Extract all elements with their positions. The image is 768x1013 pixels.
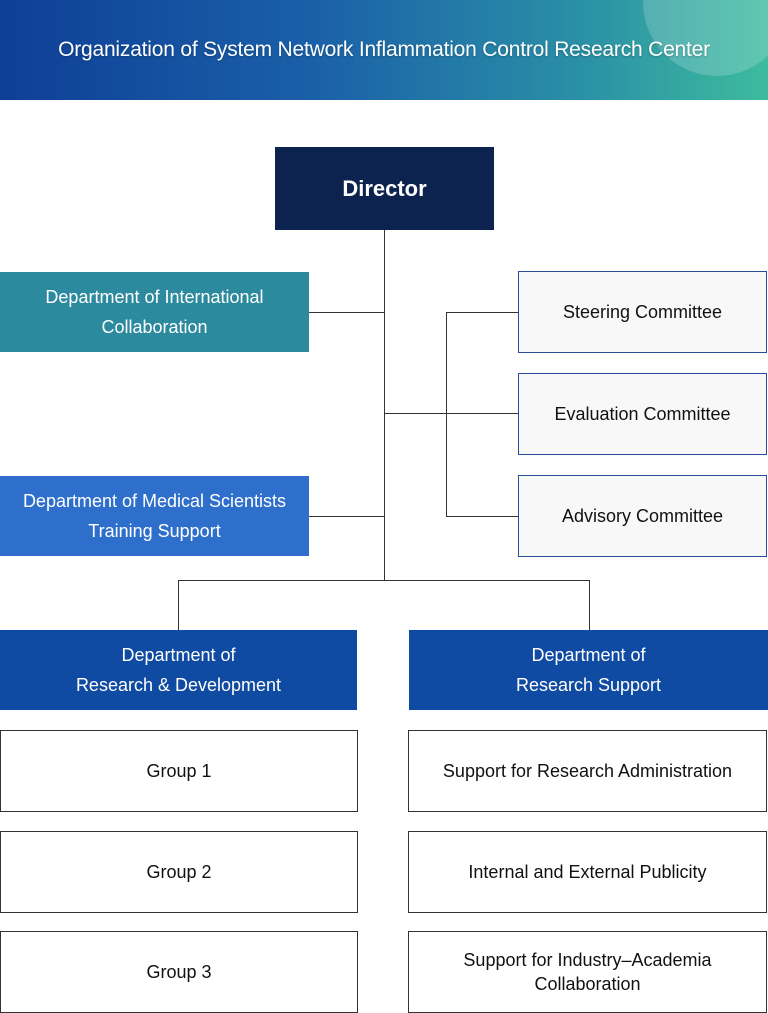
director-label: Director <box>342 175 427 201</box>
industry-academia-collaboration: Support for Industry–Academia Collaborat… <box>408 931 767 1013</box>
support-research-administration-label: Support for Research Administration <box>442 761 733 781</box>
dept-support-line2: Research Support <box>515 675 662 695</box>
dept-international-line1: Department of International <box>45 287 264 307</box>
connector-steering <box>446 312 518 313</box>
group-1-box: Group 1 <box>0 730 358 812</box>
internal-external-publicity-label: Internal and External Publicity <box>468 862 707 882</box>
group-1-label: Group 1 <box>146 761 212 781</box>
industry-academia-line1: Support for Industry–Academia <box>463 950 712 970</box>
connector-director-trunk <box>384 230 385 581</box>
connector-evaluation <box>446 413 518 414</box>
director-box: Director <box>275 147 494 230</box>
connector-rd <box>178 580 179 630</box>
connector-advisory <box>446 516 518 517</box>
connector-international <box>309 312 385 313</box>
steering-committee: Steering Committee <box>518 271 767 353</box>
steering-committee-label: Steering Committee <box>562 302 723 322</box>
evaluation-committee-label: Evaluation Committee <box>554 404 731 424</box>
dept-research-development: Department of Research & Development <box>0 630 357 710</box>
industry-academia-line2: Collaboration <box>534 974 641 994</box>
advisory-committee: Advisory Committee <box>518 475 767 557</box>
group-3-box: Group 3 <box>0 931 358 1013</box>
dept-medical-scientists-training: Department of Medical Scientists Trainin… <box>0 476 309 556</box>
group-3-label: Group 3 <box>146 962 212 982</box>
page-title: Organization of System Network Inflammat… <box>58 38 710 61</box>
group-2-label: Group 2 <box>146 862 212 882</box>
group-2-box: Group 2 <box>0 831 358 913</box>
connector-medical-scientists <box>309 516 385 517</box>
header-banner: Organization of System Network Inflammat… <box>0 0 768 100</box>
advisory-committee-label: Advisory Committee <box>561 506 724 526</box>
connector-bottom-horizontal <box>178 580 590 581</box>
evaluation-committee: Evaluation Committee <box>518 373 767 455</box>
internal-external-publicity: Internal and External Publicity <box>408 831 767 913</box>
dept-rd-line2: Research & Development <box>75 675 282 695</box>
connector-committees-branch <box>384 413 446 414</box>
connector-support <box>589 580 590 630</box>
support-research-administration: Support for Research Administration <box>408 730 767 812</box>
dept-rd-line1: Department of <box>121 645 236 665</box>
dept-international-line2: Collaboration <box>101 317 208 337</box>
dept-international-collaboration: Department of International Collaboratio… <box>0 272 309 352</box>
dept-medical-scientists-line1: Department of Medical Scientists <box>22 491 287 511</box>
connector-committees-spine <box>446 312 447 517</box>
dept-support-line1: Department of <box>531 645 646 665</box>
dept-medical-scientists-line2: Training Support <box>88 521 221 541</box>
dept-research-support: Department of Research Support <box>409 630 768 710</box>
